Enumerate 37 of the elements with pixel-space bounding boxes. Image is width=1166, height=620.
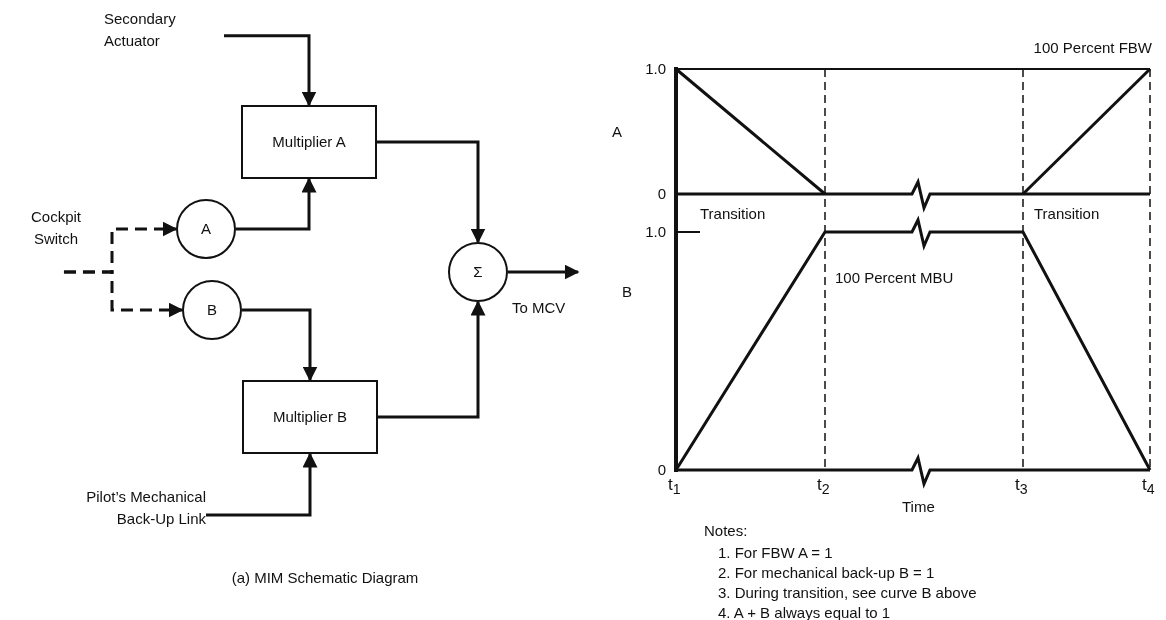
arrow: [508, 264, 580, 280]
note-text: 3. During transition, see curve B above: [718, 583, 977, 602]
signal-label: Cockpit Switch: [8, 206, 104, 272]
tick-label: 1.0: [644, 222, 666, 241]
arrow: [378, 300, 486, 419]
axis-label: B: [622, 282, 632, 301]
multiplier-box: Multiplier B: [242, 380, 378, 454]
axis-label: Time: [902, 497, 935, 516]
notes-heading: Notes:: [704, 521, 748, 540]
chart-annotation: 100 Percent MBU: [835, 268, 954, 287]
caption: (a) MIM Schematic Diagram: [230, 568, 420, 587]
arrow: [242, 308, 318, 382]
signal-label: Secondary Actuator: [104, 8, 224, 56]
multiplier-box: Multiplier A: [241, 105, 377, 179]
chart-annotation: Transition: [1034, 204, 1100, 223]
tick-label: t$_{1}$: [668, 475, 681, 500]
edge-label: To MCV: [512, 298, 566, 317]
summing-circle: Σ: [448, 242, 508, 302]
tick-label: t$_{3}$: [1015, 475, 1028, 500]
arrow: [377, 140, 486, 244]
note-text: 1. For FBW A = 1: [718, 543, 833, 562]
arrow: [224, 34, 317, 107]
axis-label: A: [612, 122, 622, 141]
chart-annotation: Transition: [700, 204, 766, 223]
arrow: [206, 452, 318, 517]
note-text: 2. For mechanical back-up B = 1: [718, 563, 935, 582]
switch-circle: B: [182, 280, 242, 340]
switch-circle: A: [176, 199, 236, 259]
tick-label: t$_{2}$: [817, 475, 830, 500]
arrow: [236, 177, 317, 231]
tick-label: 1.0: [644, 59, 666, 78]
signal-label: Pilot’s Mechanical Back-Up Link: [50, 486, 206, 542]
tick-label: t$_{4}$: [1142, 475, 1155, 500]
tick-label: 0: [656, 460, 666, 479]
chart-annotation: 100 Percent FBW: [1033, 38, 1152, 57]
dashed-arrow: [63, 270, 184, 318]
tick-label: 0: [656, 184, 666, 203]
